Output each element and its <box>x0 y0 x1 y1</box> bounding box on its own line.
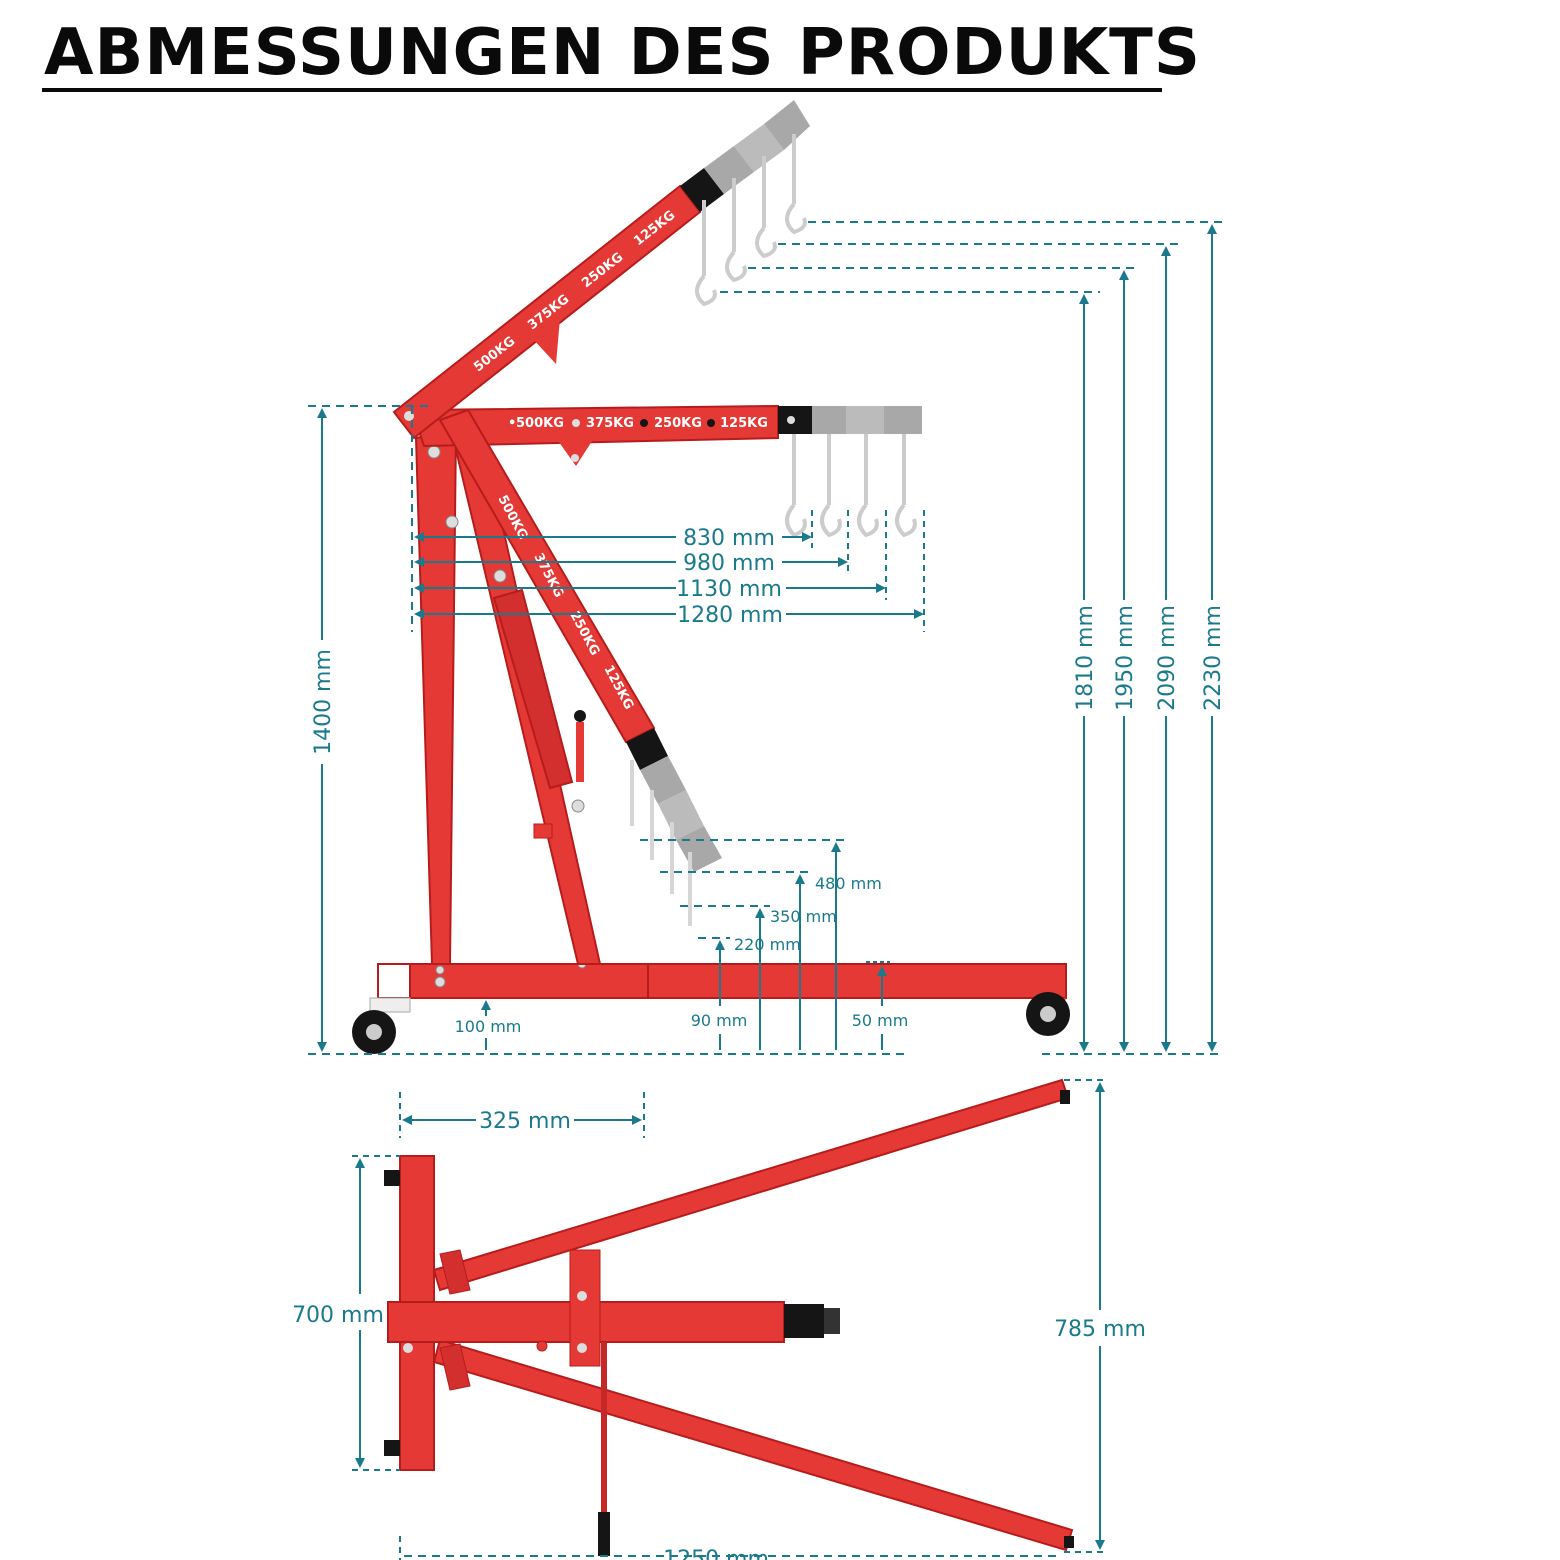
dim-reach-830: 830 mm <box>683 526 775 551</box>
dim-hook-height-2090: 2090 mm <box>1155 605 1180 711</box>
hydraulic-ram <box>492 569 586 839</box>
dim-clearance-front: 100 mm <box>455 1017 522 1036</box>
dimension-lines <box>308 221 1226 1055</box>
boom-label: • <box>508 416 516 431</box>
hooks-lowered <box>630 760 692 926</box>
dim-reach-1280: 1280 mm <box>677 603 783 628</box>
dim-length: 1250 mm <box>663 1547 769 1560</box>
boom-h-cap-375: 375KG <box>586 416 634 431</box>
side-view: • 500KG 375KG 250KG 125KG <box>352 100 1070 1054</box>
dim-clearance-rear: 50 mm <box>852 1011 909 1030</box>
dim-reach-980: 980 mm <box>683 551 775 576</box>
front-caster <box>352 997 411 1054</box>
title-underline <box>42 88 1162 92</box>
hooks-horizontal <box>785 434 917 538</box>
top-view <box>384 1078 1074 1556</box>
boom-h-cap-125: 125KG <box>720 416 768 431</box>
dim-boom-height: 1400 mm <box>311 649 336 755</box>
boom-h-cap-500: 500KG <box>516 416 564 431</box>
dim-base-width: 700 mm <box>292 1303 384 1328</box>
dim-hook-low-90: 90 mm <box>691 1011 748 1030</box>
dim-hook-height-2230: 2230 mm <box>1201 605 1226 711</box>
dim-hook-height-1950: 1950 mm <box>1113 605 1138 711</box>
dim-hook-height-1810: 1810 mm <box>1073 605 1098 711</box>
dim-hook-low-220: 220 mm <box>734 935 801 954</box>
boom-horizontal: • 500KG 375KG 250KG 125KG <box>410 404 922 466</box>
base-beam <box>377 963 1067 999</box>
dim-hook-low-480: 480 mm <box>815 874 882 893</box>
hooks-raised <box>695 134 807 307</box>
leg-lower <box>432 1338 1074 1552</box>
dim-hook-low-350: 350 mm <box>770 907 837 926</box>
top-view-dimensions <box>352 1079 1108 1560</box>
dim-reach-1130: 1130 mm <box>676 577 782 602</box>
boom-raised: 500KG 375KG 250KG 125KG <box>392 100 810 440</box>
boom-h-cap-250: 250KG <box>654 416 702 431</box>
rear-caster <box>1026 992 1070 1036</box>
page-title: ABMESSUNGEN DES PRODUKTS <box>44 16 1201 90</box>
mast <box>414 428 458 965</box>
dim-leg-spacing: 325 mm <box>479 1109 571 1134</box>
dim-leg-span: 785 mm <box>1054 1317 1146 1342</box>
